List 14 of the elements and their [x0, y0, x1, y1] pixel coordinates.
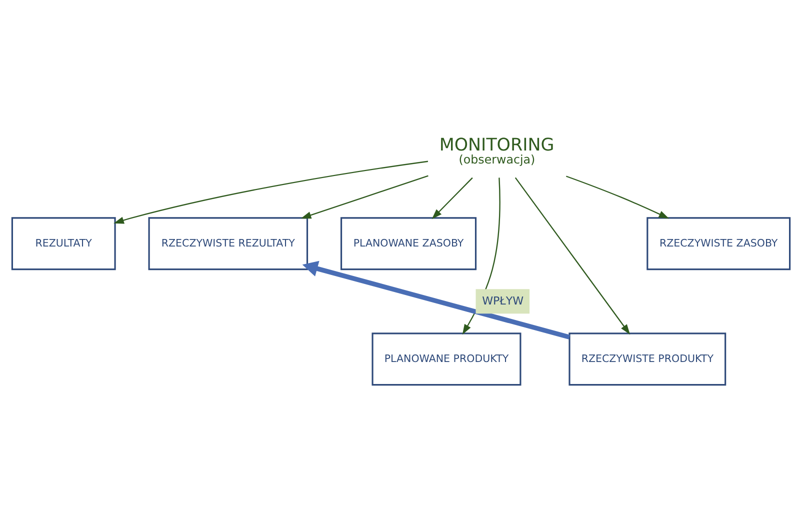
- edge-label: WPŁYW: [482, 294, 524, 308]
- arrow: [302, 260, 570, 339]
- arrow: [514, 176, 630, 334]
- node-box: RZECZYWISTE PRODUKTY: [568, 332, 726, 386]
- arrow: [566, 175, 670, 218]
- arrow: [300, 174, 428, 218]
- node-box: PLANOWANE ZASOBY: [340, 216, 477, 270]
- node-box: PLANOWANE PRODUKTY: [372, 332, 522, 386]
- arrow: [114, 160, 428, 224]
- node-box: RZECZYWISTE ZASOBY: [646, 216, 791, 270]
- node-box: REZULTATY: [11, 216, 116, 270]
- node-box: RZECZYWISTE REZULTATY: [148, 216, 308, 270]
- arrow: [432, 176, 473, 219]
- node-text: MONITORING (obserwacja): [439, 134, 554, 166]
